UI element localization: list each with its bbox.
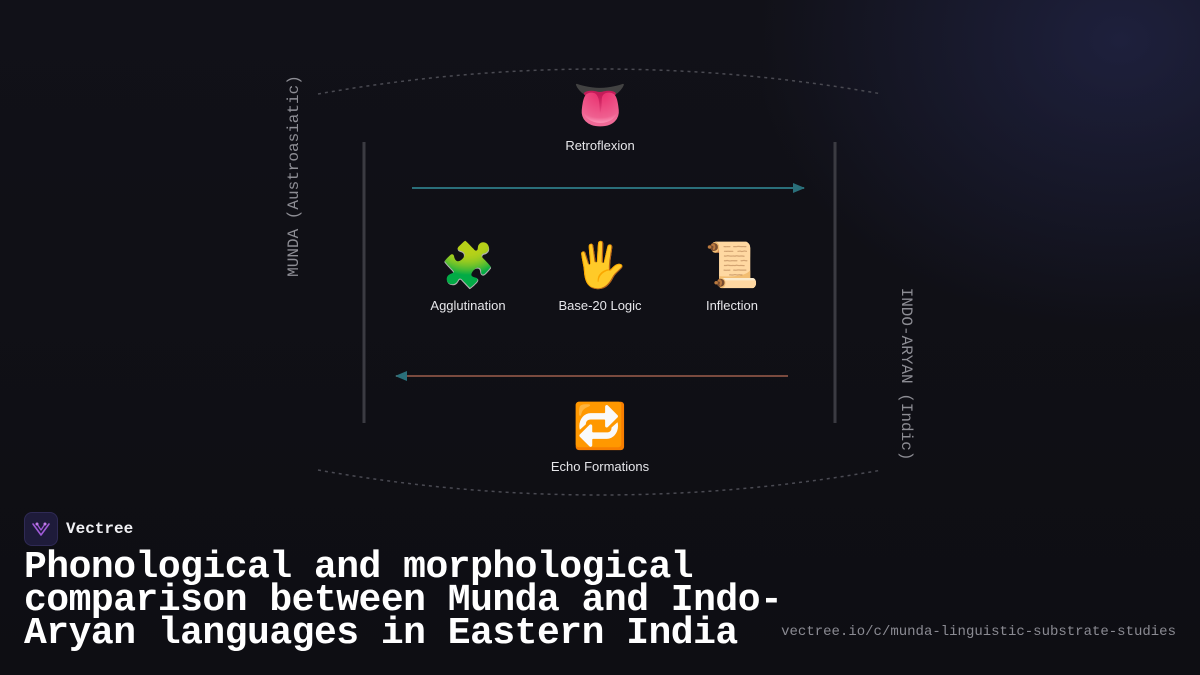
brand[interactable]: Vectree (24, 512, 133, 546)
brand-name: Vectree (66, 520, 134, 538)
node-base20: 🖐️ Base-20 Logic (530, 240, 670, 313)
node-label: Agglutination (430, 298, 506, 313)
node-label: Base-20 Logic (558, 298, 642, 313)
node-echo-formations: 🔁 Echo Formations (530, 401, 670, 474)
top-dashed-arc (317, 68, 883, 95)
indo-aryan-axis-label: INDO-ARYAN (Indic) (897, 287, 915, 461)
puzzle-piece-icon: 🧩 (440, 241, 496, 290)
page-title: Phonological and morphological compariso… (24, 546, 783, 655)
node-label: Inflection (705, 298, 759, 313)
scroll-icon: 📜 (704, 241, 760, 290)
diagram-lines (317, 68, 883, 496)
raised-hand-icon: 🖐️ (572, 241, 628, 290)
node-retroflexion: 👅 Retroflexion (530, 80, 670, 153)
tongue-icon: 👅 (572, 81, 628, 130)
source-url[interactable]: vectree.io/c/munda-linguistic-substrate-… (781, 624, 1176, 640)
comparison-diagram: MUNDA (Austroasiatic) INDO-ARYAN (Indic)… (285, 68, 915, 496)
bottom-dashed-arc (317, 469, 883, 496)
node-label: Echo Formations (550, 459, 650, 474)
vectree-logo-mark (32, 522, 50, 536)
node-label: Retroflexion (565, 138, 635, 153)
node-agglutination: 🧩 Agglutination (398, 240, 538, 313)
munda-axis-label: MUNDA (Austroasiatic) (285, 75, 303, 277)
repeat-arrows-icon: 🔁 (572, 402, 628, 451)
node-inflection: 📜 Inflection (662, 240, 802, 313)
vectree-logo-icon (24, 512, 58, 546)
